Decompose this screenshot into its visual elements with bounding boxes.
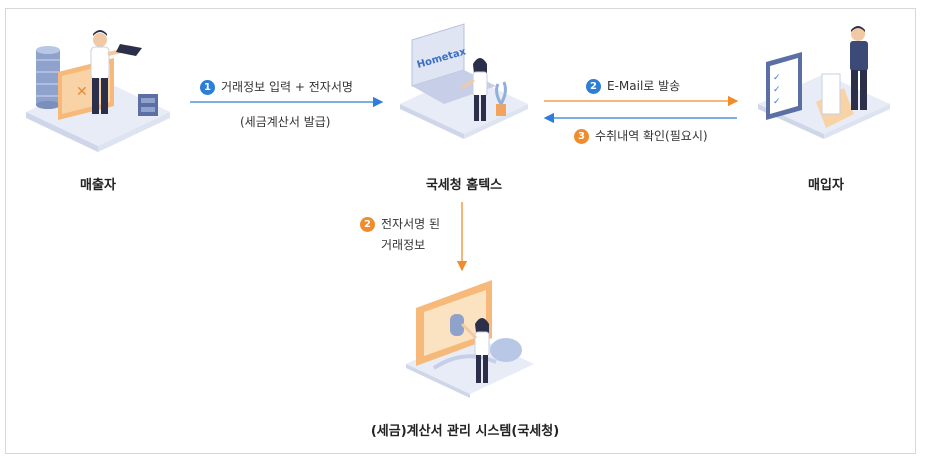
flow-step1-label: 1 거래정보 입력 + 전자서명 <box>200 78 353 95</box>
flow-step1-sub: (세금계산서 발급) <box>240 115 331 129</box>
svg-text:✕: ✕ <box>76 84 88 100</box>
flow-step1-text: 거래정보 입력 + 전자서명 <box>221 80 353 94</box>
buyer-person-icon <box>850 26 868 110</box>
system-person-icon <box>460 318 490 383</box>
system-label: (세금)계산서 관리 시스템(국세청) <box>370 424 560 439</box>
hometax-illustration: Hometax <box>400 23 528 139</box>
flow-transfer-text: 전자서명 된 <box>381 217 441 231</box>
cabinet-icon <box>138 94 158 116</box>
buyer-illustration: ✓ ✓ ✓ <box>758 26 890 139</box>
speech-bubble-icon <box>490 338 522 362</box>
coin-stack-icon <box>36 46 60 109</box>
clipboard-icon: ✓ ✓ ✓ <box>766 52 802 120</box>
hometax-person-icon <box>461 58 488 121</box>
system-illustration <box>406 280 534 398</box>
flow-confirm-text: 수취내역 확인(필요시) <box>595 129 708 143</box>
svg-text:✓: ✓ <box>773 85 781 95</box>
flow-email-text: E-Mail로 발송 <box>607 79 681 93</box>
flow-transfer-label: 2 전자서명 된 <box>360 215 440 232</box>
flow-email-label: 2 E-Mail로 발송 <box>586 77 680 94</box>
plant-icon <box>495 81 507 116</box>
flow-transfer-sub: 거래정보 <box>381 238 426 252</box>
step-1-badge: 1 <box>200 80 215 95</box>
step-3-badge: 3 <box>574 129 589 144</box>
hometax-label: 국세청 홈텍스 <box>425 178 503 193</box>
seller-illustration: ✕ <box>26 30 170 152</box>
flow-confirm-label: 3 수취내역 확인(필요시) <box>574 127 708 144</box>
seller-person-icon <box>90 30 142 114</box>
step-2b-badge: 2 <box>360 217 375 232</box>
seller-label: 매출자 <box>80 178 116 193</box>
svg-text:✓: ✓ <box>773 97 781 107</box>
buyer-label: 매입자 <box>808 178 844 193</box>
svg-text:✓: ✓ <box>773 73 781 83</box>
step-2-badge: 2 <box>586 79 601 94</box>
